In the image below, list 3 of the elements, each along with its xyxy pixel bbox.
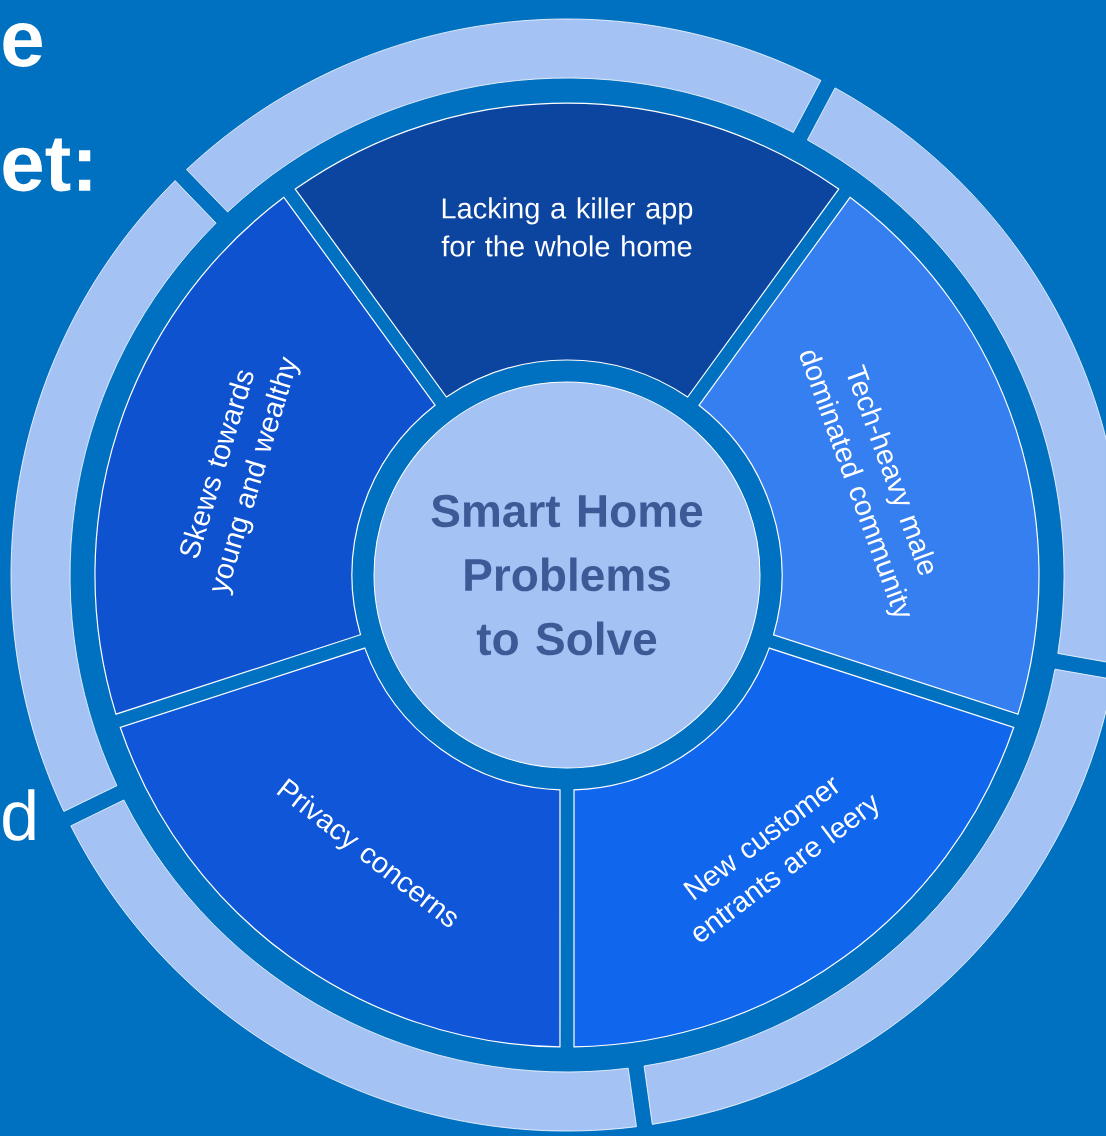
text-fragment: et: [3,138,91,192]
text-fragment: e [3,23,42,67]
text-fragment: d [3,789,35,841]
